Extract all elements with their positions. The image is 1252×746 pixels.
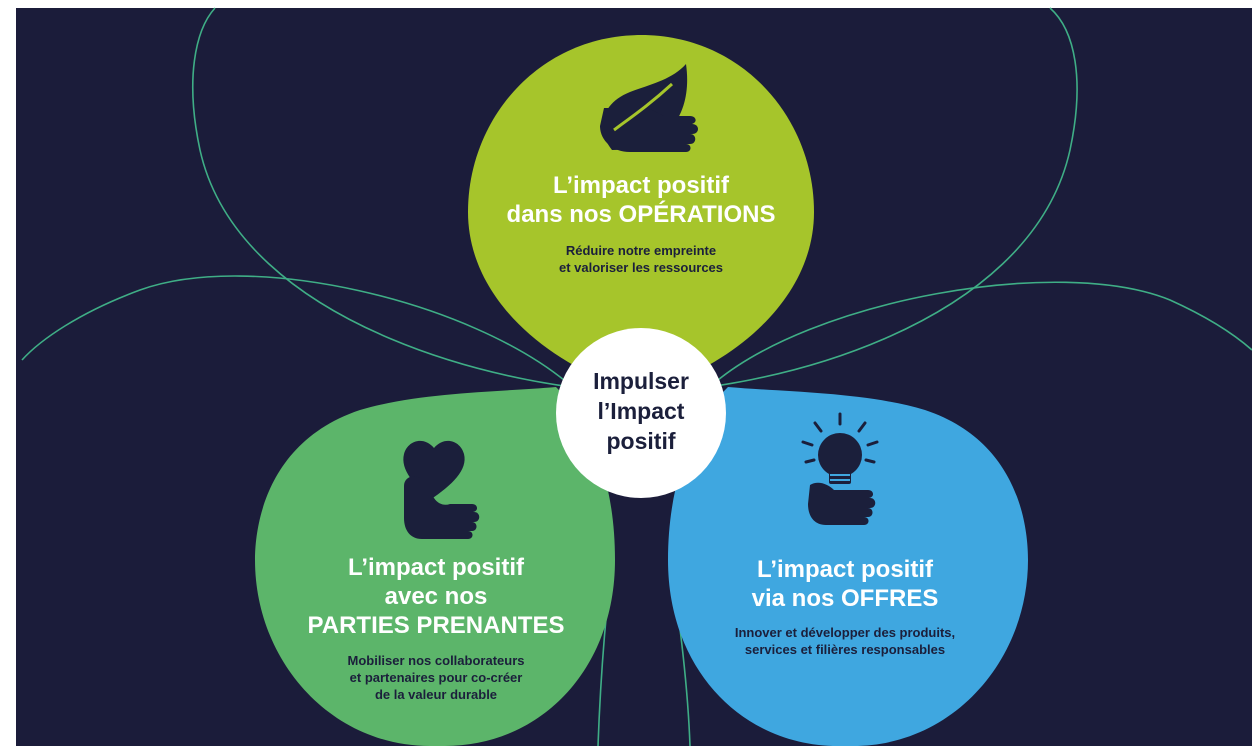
outline-curve-left xyxy=(21,275,571,386)
petal-operations xyxy=(468,35,814,392)
hub-line-3: positif xyxy=(607,428,676,454)
operations-title-line-2: dans nos OPÉRATIONS xyxy=(507,200,776,228)
stakeholders-title-line-1: L’impact positif xyxy=(348,554,525,581)
outline-curve-top-left xyxy=(192,7,641,393)
lightbulb-hand-icon xyxy=(801,412,879,525)
hub-line-1: Impulser xyxy=(593,368,689,394)
outline-curve-top-right xyxy=(639,7,1078,393)
stakeholders-subtitle-line-3: de la valeur durable xyxy=(375,687,497,702)
heart-hand-icon xyxy=(403,440,480,539)
operations-subtitle-line-2: et valoriser les ressources xyxy=(559,260,723,275)
stakeholders-title-line-3: PARTIES PRENANTES xyxy=(308,612,565,639)
offers-subtitle-line-2: services et filières responsables xyxy=(745,642,945,657)
petal-offers xyxy=(668,387,1028,746)
hub-circle xyxy=(556,328,726,498)
lightbulb-base-lines xyxy=(830,474,850,481)
offers-title-line-2: via nos OFFRES xyxy=(752,585,939,612)
offers-subtitle-line-1: Innover et développer des produits, xyxy=(735,625,955,640)
petal-stakeholders xyxy=(255,387,615,746)
operations-title-line-1: L’impact positif xyxy=(553,172,730,199)
stakeholders-title-line-2: avec nos xyxy=(385,583,488,610)
stakeholders-subtitle-line-2: et partenaires pour co-créer xyxy=(350,670,523,685)
stakeholders-subtitle-line-1: Mobiliser nos collaborateurs xyxy=(348,653,525,668)
outline-curve-right xyxy=(711,281,1252,386)
leaf-vein xyxy=(613,82,674,132)
offers-title-line-1: L’impact positif xyxy=(757,556,934,583)
hub-line-2: l’Impact xyxy=(598,398,685,424)
operations-subtitle-line-1: Réduire notre empreinte xyxy=(566,243,716,258)
